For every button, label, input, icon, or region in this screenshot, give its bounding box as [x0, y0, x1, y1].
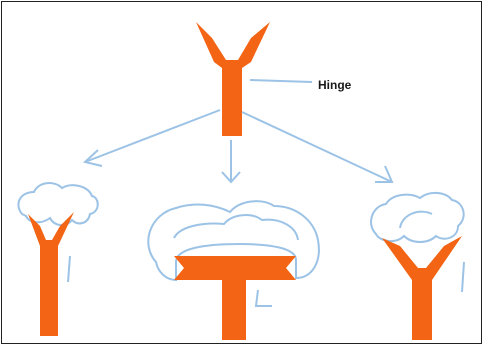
arrow-center-icon — [222, 140, 240, 182]
arrow-right-icon — [242, 112, 392, 182]
center-accent-line — [256, 290, 272, 306]
left-y-shape-icon — [28, 212, 74, 336]
right-y-shape-icon — [382, 236, 462, 340]
hinge-label: Hinge — [318, 78, 352, 92]
right-accent-line — [462, 262, 464, 292]
hinge-pointer-line — [250, 80, 312, 82]
left-accent-line — [68, 256, 70, 282]
right-cloud-outline-icon — [371, 193, 464, 242]
arrow-left-icon — [85, 110, 220, 166]
center-t-shape-icon — [174, 256, 296, 340]
